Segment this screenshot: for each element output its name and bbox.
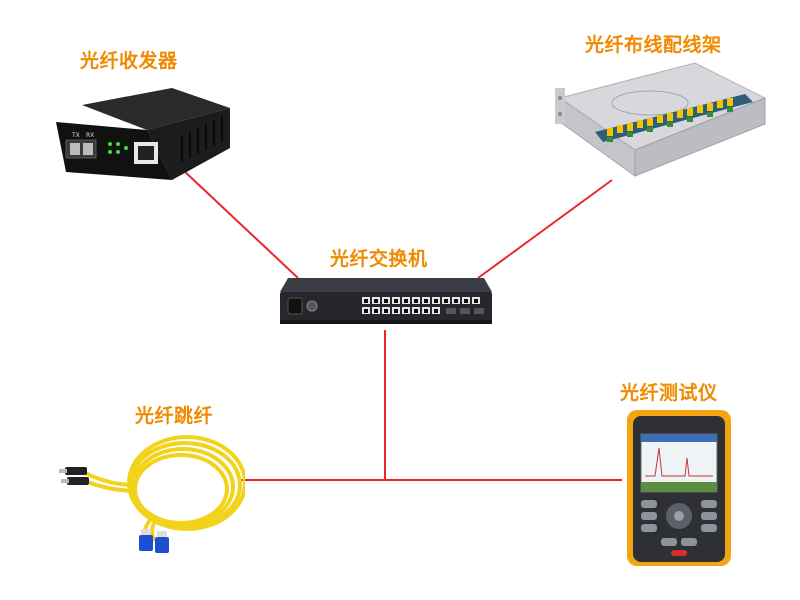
- media-converter-icon: TX RX: [52, 80, 232, 185]
- switch-label: 光纤交换机: [330, 248, 428, 270]
- tester-label: 光纤测试仪: [620, 382, 718, 404]
- transceiver-label: 光纤收发器: [80, 50, 178, 72]
- fiber-tester-icon: [625, 408, 735, 568]
- rx-text: RX: [86, 132, 94, 139]
- tx-text: TX: [71, 132, 80, 139]
- network-switch-icon: [280, 278, 492, 326]
- patch-panel-label: 光纤布线配线架: [585, 34, 722, 56]
- link-patchpanel-switch: [477, 179, 613, 279]
- patch-cord-label: 光纤跳纤: [135, 405, 214, 427]
- fiber-patch-panel-icon: [555, 58, 770, 188]
- link-transceiver-switch: [182, 169, 299, 279]
- fiber-patch-cord-icon: [55, 425, 247, 555]
